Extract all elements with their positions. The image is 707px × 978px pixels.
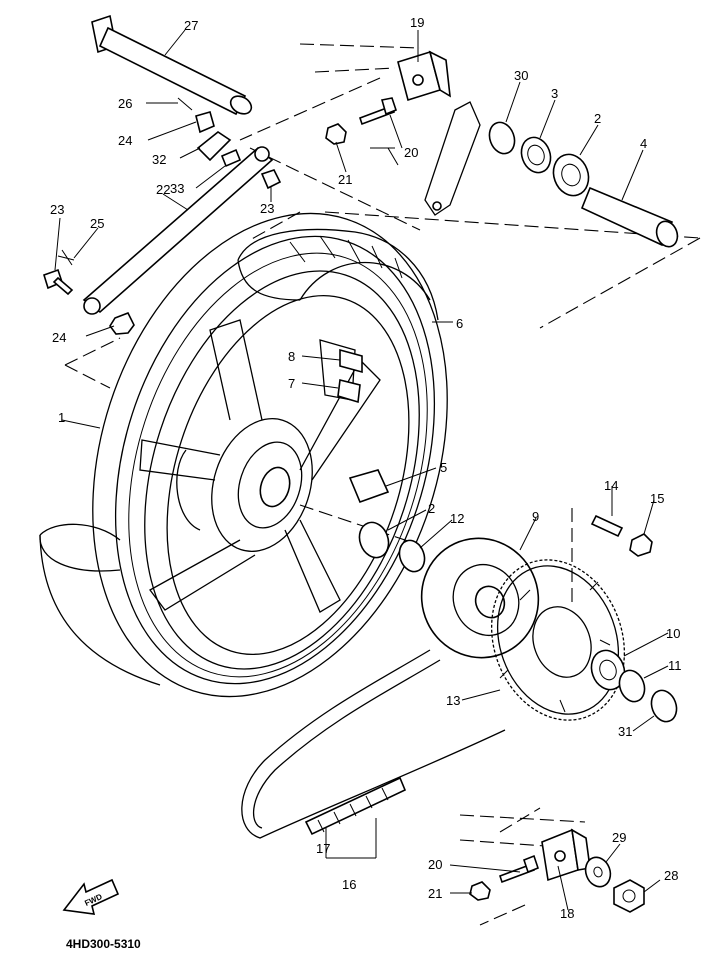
label-3: 3 <box>551 86 558 101</box>
label-24-upper: 24 <box>118 133 132 148</box>
label-6: 6 <box>456 316 463 331</box>
label-1: 1 <box>58 410 65 425</box>
axle <box>91 14 253 116</box>
tire <box>39 228 439 686</box>
label-30: 30 <box>514 68 528 83</box>
label-31: 31 <box>618 724 632 739</box>
label-15: 15 <box>650 491 664 506</box>
part-labels: 27 19 30 3 2 4 26 24 32 33 20 21 22 23 2… <box>50 15 682 921</box>
label-23-left: 23 <box>50 202 64 217</box>
drive-chain <box>241 649 506 839</box>
label-33: 33 <box>170 181 184 196</box>
label-2-upper: 2 <box>594 111 601 126</box>
label-5: 5 <box>440 460 447 475</box>
label-19: 19 <box>410 15 424 30</box>
chain-puller-upper <box>397 50 481 216</box>
label-18: 18 <box>560 906 574 921</box>
leader-lines <box>54 29 669 911</box>
label-7: 7 <box>288 376 295 391</box>
label-2-lower: 2 <box>428 501 435 516</box>
hub-assembly <box>348 469 540 659</box>
bearing-stack-upper <box>488 121 679 248</box>
label-26: 26 <box>118 96 132 111</box>
nut-upper <box>325 123 347 145</box>
label-10: 10 <box>666 626 680 641</box>
label-11: 11 <box>668 658 682 673</box>
label-20-upper: 20 <box>404 145 418 160</box>
fasteners-left <box>43 97 282 335</box>
label-25: 25 <box>90 216 104 231</box>
label-8: 8 <box>288 349 295 364</box>
wheel-hub <box>139 319 381 613</box>
label-29: 29 <box>612 830 626 845</box>
sprocket <box>490 559 626 721</box>
diagram-code: 4HD300-5310 <box>66 937 141 951</box>
label-12: 12 <box>450 511 464 526</box>
label-17: 17 <box>316 841 330 856</box>
label-13: 13 <box>446 693 460 708</box>
rear-wheel <box>92 212 448 698</box>
label-4: 4 <box>640 136 647 151</box>
label-16: 16 <box>342 877 356 892</box>
bearing-stack-lower <box>590 649 678 723</box>
sprocket-studs <box>590 514 653 557</box>
forward-arrow-icon: FWD <box>62 878 120 915</box>
label-20-lower: 20 <box>428 857 442 872</box>
label-21-lower: 21 <box>428 886 442 901</box>
label-14: 14 <box>604 478 618 493</box>
label-27: 27 <box>184 18 198 33</box>
label-22: 22 <box>156 182 170 197</box>
label-23-right: 23 <box>260 201 274 216</box>
reference-lines <box>64 43 701 926</box>
bolt-upper <box>358 97 397 126</box>
label-32: 32 <box>152 152 166 167</box>
label-9: 9 <box>532 509 539 524</box>
label-28: 28 <box>664 868 678 883</box>
label-21-upper: 21 <box>338 172 352 187</box>
torque-rod <box>82 146 274 315</box>
chain-puller-lower <box>469 828 645 913</box>
damper-parts <box>337 348 363 404</box>
label-24-lower: 24 <box>52 330 66 345</box>
